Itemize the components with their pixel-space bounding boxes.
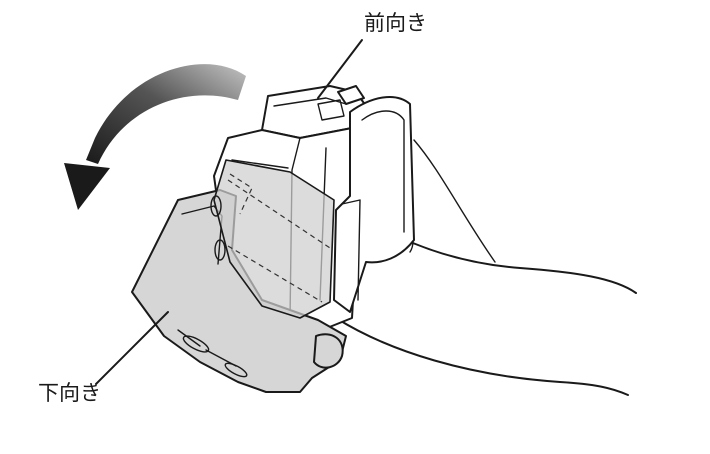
label-down-facing: 下向き (38, 381, 101, 405)
lamp-body-tilted-down (131, 159, 347, 393)
mount-bracket (333, 96, 415, 313)
rotation-arrow-icon (64, 64, 246, 210)
callout-line-front (317, 39, 363, 99)
callout-line-down (95, 311, 169, 385)
label-front-facing: 前向き (364, 11, 427, 35)
